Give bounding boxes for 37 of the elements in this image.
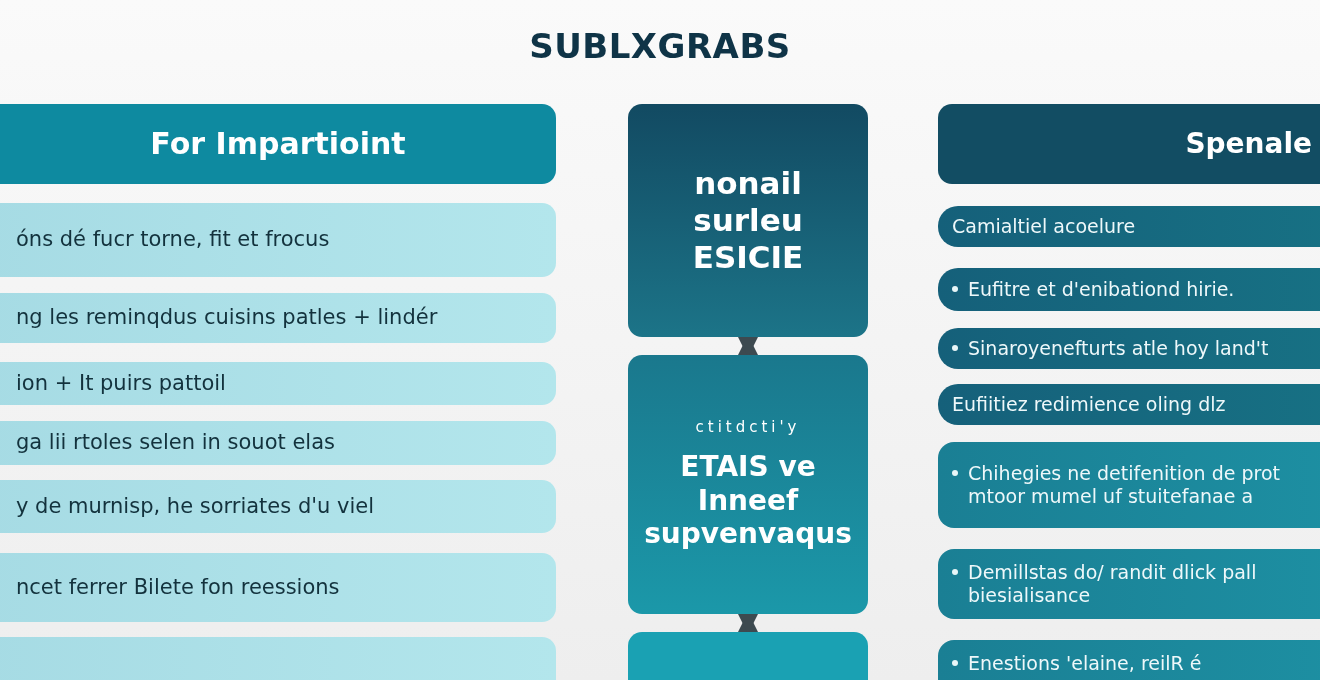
list-row	[938, 442, 1320, 528]
node-text: nonail surleu ESICIE	[691, 164, 805, 277]
list-row	[938, 549, 1320, 619]
process-box	[628, 355, 868, 614]
diagram-title: SUBLXGRABS	[528, 26, 792, 66]
node-text: ncet ferrer Bilete fon reessions	[16, 574, 340, 601]
node-text: Camialtiel acoelure	[952, 215, 1136, 238]
node-text: ga lii rtoles selen in souot elas	[16, 430, 335, 456]
list-row	[0, 480, 556, 533]
process-box	[628, 104, 868, 337]
node-text: ng les reminqdus cuisins patles + lindér	[16, 305, 438, 331]
list-row	[938, 384, 1320, 425]
subtitle-text: ctitdcti'y	[695, 418, 801, 437]
list-row	[0, 203, 556, 277]
list-row	[0, 362, 556, 405]
header-bar	[938, 104, 1320, 184]
node-text: óns dé fucr torne, fit et frocus	[16, 227, 330, 253]
node-text: ETAIS ve Inneef supvenvaqus	[644, 450, 852, 551]
node-text: Enestions 'elaine, reilR é	[968, 652, 1202, 675]
double-arrow	[738, 335, 758, 357]
node-text: Demillstas do/ randit dlick pall biesialisance	[968, 561, 1258, 607]
list-row	[0, 553, 556, 622]
node-text: For Impartioint	[150, 126, 406, 162]
node-text: Spenale	[1185, 127, 1312, 161]
list-row	[938, 268, 1320, 311]
node-text: Eufitre et d'enibationd hirie.	[968, 278, 1235, 301]
header-bar	[0, 104, 556, 184]
list-row	[0, 421, 556, 465]
node-text: Sinaroyenefturts atle hoy land't	[968, 337, 1269, 360]
node-text: Chihegies ne detifenition de prot mtoor mumel uf stuitefanae a	[968, 462, 1281, 508]
list-row	[938, 206, 1320, 247]
node-text: ion + It puirs pattoil	[16, 370, 226, 397]
double-arrow	[738, 612, 758, 634]
list-row	[938, 328, 1320, 369]
node-text: y de murnisp, he sorriates d'u viel	[16, 493, 374, 520]
node-text: Eufiitiez redimience oling dlz	[952, 393, 1226, 416]
list-row	[0, 293, 556, 343]
